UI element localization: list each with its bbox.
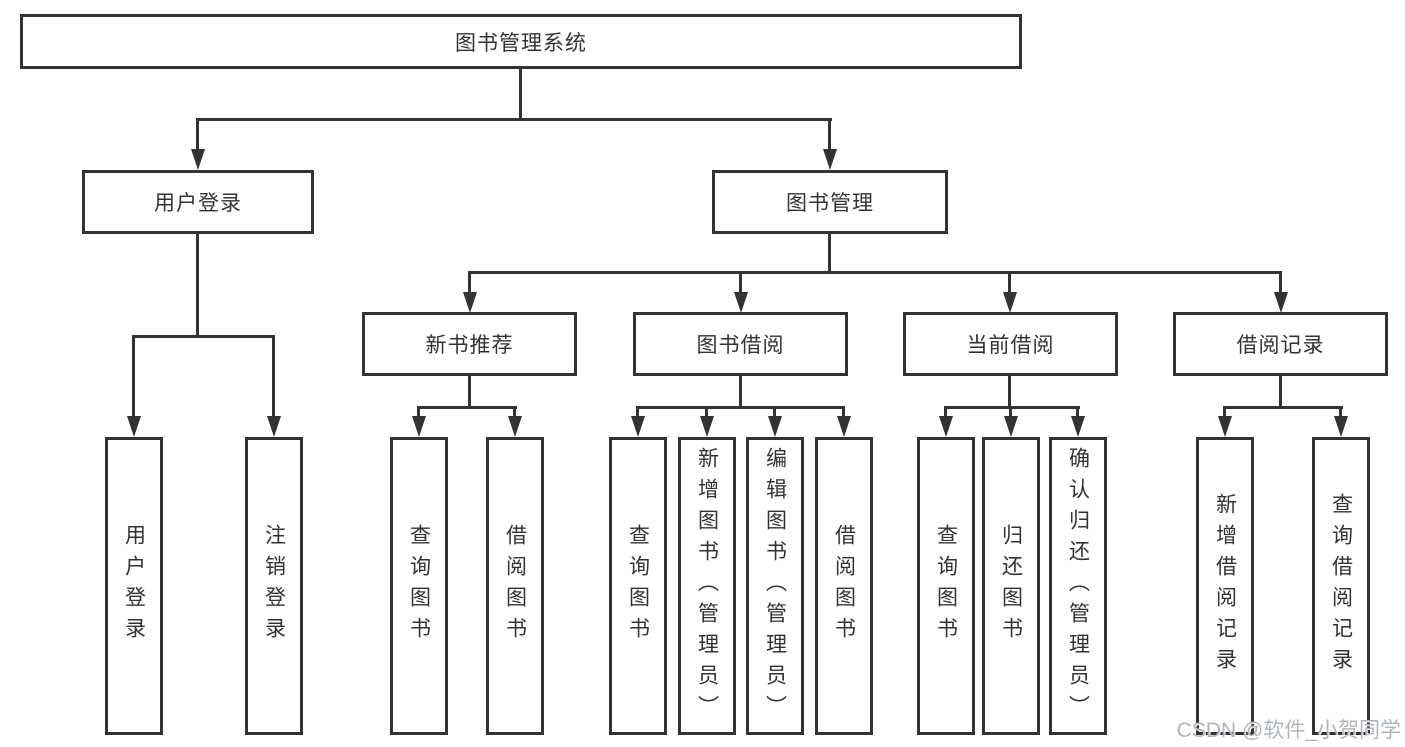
leaf-current-query-books: 查询图书 xyxy=(917,437,975,735)
connector-line xyxy=(1008,271,1011,297)
node-root-label: 图书管理系统 xyxy=(455,31,587,55)
arrow-down-icon xyxy=(1004,416,1018,437)
node-root: 图书管理系统 xyxy=(20,14,1022,69)
connector-line xyxy=(196,118,199,154)
connector-line xyxy=(1339,406,1342,420)
connector-line xyxy=(1076,406,1079,420)
arrow-down-icon xyxy=(768,416,782,437)
connector-line xyxy=(468,271,1282,274)
arrow-down-icon xyxy=(1334,416,1348,437)
leaf-add-borrow-record-label: 新增借阅记录 xyxy=(1213,493,1237,679)
connector-line xyxy=(417,406,420,420)
connector-line xyxy=(1223,406,1226,420)
leaf-add-books-admin-label: 新增图书（管理员） xyxy=(695,446,719,726)
connector-line xyxy=(417,406,517,409)
connector-line xyxy=(272,335,275,418)
leaf-newbook-borrow-books: 借阅图书 xyxy=(486,437,544,735)
connector-line xyxy=(636,406,639,420)
node-new-book-recommend-label: 新书推荐 xyxy=(425,334,514,357)
arrow-down-icon xyxy=(837,416,851,437)
connector-line xyxy=(132,335,275,338)
connector-line xyxy=(513,406,516,420)
leaf-confirm-return-admin-label: 确认归还（管理员） xyxy=(1066,446,1090,726)
connector-line xyxy=(944,406,1080,409)
csdn-watermark: CSDN @软件_小贺同学 xyxy=(1176,719,1401,742)
node-book-borrowing-label: 图书借阅 xyxy=(696,334,785,357)
leaf-query-borrow-record: 查询借阅记录 xyxy=(1312,437,1370,735)
connector-line xyxy=(842,406,845,420)
leaf-confirm-return-admin: 确认归还（管理员） xyxy=(1049,437,1107,735)
leaf-logout: 注销登录 xyxy=(245,437,303,735)
leaf-query-borrow-record-label: 查询借阅记录 xyxy=(1329,493,1353,679)
arrow-down-icon xyxy=(191,149,205,170)
connector-line xyxy=(828,118,831,154)
connector-line xyxy=(519,68,522,120)
arrow-down-icon xyxy=(734,292,748,313)
arrow-down-icon xyxy=(412,416,426,437)
arrow-down-icon xyxy=(631,416,645,437)
arrow-down-icon xyxy=(1003,292,1017,313)
arrow-down-icon xyxy=(823,149,837,170)
node-book-borrowing: 图书借阅 xyxy=(633,312,848,376)
arrow-down-icon xyxy=(463,292,477,313)
leaf-borrowing-query-books-label: 查询图书 xyxy=(626,524,650,648)
node-borrowing-records: 借阅记录 xyxy=(1173,312,1388,376)
connector-line xyxy=(705,406,708,420)
connector-line xyxy=(773,406,776,420)
node-current-borrowing: 当前借阅 xyxy=(903,312,1118,376)
leaf-edit-books-admin-label: 编辑图书（管理员） xyxy=(763,446,787,726)
connector-line xyxy=(196,118,832,121)
arrow-down-icon xyxy=(1274,292,1288,313)
leaf-newbook-borrow-books-label: 借阅图书 xyxy=(503,524,527,648)
leaf-add-books-admin: 新增图书（管理员） xyxy=(678,437,736,735)
node-new-book-recommend: 新书推荐 xyxy=(362,312,577,376)
connector-line xyxy=(1279,374,1282,408)
leaf-logout-label: 注销登录 xyxy=(262,524,286,648)
arrow-down-icon xyxy=(508,416,522,437)
connector-line xyxy=(1223,406,1343,409)
node-current-borrowing-label: 当前借阅 xyxy=(966,334,1055,357)
arrow-down-icon xyxy=(939,416,953,437)
arrow-down-icon xyxy=(127,416,141,437)
leaf-current-query-books-label: 查询图书 xyxy=(934,524,958,648)
arrow-down-icon xyxy=(1071,416,1085,437)
leaf-return-books: 归还图书 xyxy=(982,437,1040,735)
connector-line xyxy=(828,233,831,273)
leaf-edit-books-admin: 编辑图书（管理员） xyxy=(746,437,804,735)
connector-line xyxy=(196,233,199,338)
connector-line xyxy=(468,271,471,297)
leaf-return-books-label: 归还图书 xyxy=(999,524,1023,648)
arrow-down-icon xyxy=(267,416,281,437)
connector-line xyxy=(1008,374,1011,408)
connector-line xyxy=(944,406,947,420)
connector-line xyxy=(1009,406,1012,420)
connector-line xyxy=(739,271,742,297)
leaf-user-login-label: 用户登录 xyxy=(122,524,146,648)
connector-line xyxy=(1279,271,1282,297)
node-user-login: 用户登录 xyxy=(82,170,314,234)
leaf-newbook-query-books: 查询图书 xyxy=(390,437,448,735)
arrow-down-icon xyxy=(700,416,714,437)
leaf-borrowing-borrow-books: 借阅图书 xyxy=(815,437,873,735)
node-book-management-label: 图书管理 xyxy=(786,192,874,215)
connector-line xyxy=(132,335,135,418)
connector-line xyxy=(636,406,845,409)
leaf-borrowing-query-books: 查询图书 xyxy=(609,437,667,735)
leaf-user-login: 用户登录 xyxy=(105,437,163,735)
connector-line xyxy=(468,374,471,408)
arrow-down-icon xyxy=(1218,416,1232,437)
node-book-management: 图书管理 xyxy=(712,170,948,234)
leaf-newbook-query-books-label: 查询图书 xyxy=(407,524,431,648)
node-user-login-label: 用户登录 xyxy=(154,192,242,215)
node-borrowing-records-label: 借阅记录 xyxy=(1236,334,1325,357)
leaf-add-borrow-record: 新增借阅记录 xyxy=(1196,437,1254,735)
leaf-borrowing-borrow-books-label: 借阅图书 xyxy=(832,524,856,648)
connector-line xyxy=(739,374,742,408)
